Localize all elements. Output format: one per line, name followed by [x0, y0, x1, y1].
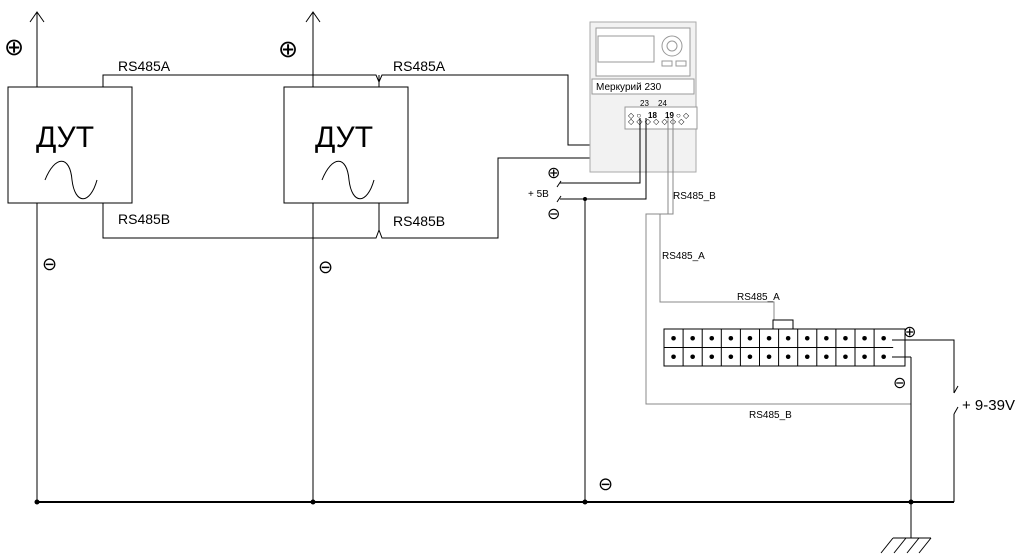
supply-terminal-icon: [953, 385, 959, 394]
terminal-pin: [881, 335, 886, 341]
terminal-pin: [824, 354, 829, 360]
terminal-pin: [862, 335, 867, 341]
meter-button: [661, 60, 673, 67]
sensor-2-title: ДУТ: [315, 121, 373, 154]
terminal-pin: [690, 354, 695, 360]
meter-model-label: Меркурий 230: [596, 82, 662, 93]
earth-ground-icon: [880, 537, 932, 554]
terminal-plus-icon: ⊕: [903, 324, 916, 341]
sensor-1-minus-icon: ⊖: [42, 254, 57, 274]
sensor-2-plus-icon: ⊕: [278, 36, 298, 63]
sensor-2-minus-icon: ⊖: [318, 257, 333, 277]
svg-text:◇ ○: ◇ ○: [628, 111, 641, 120]
terminal-pin: [824, 335, 829, 341]
terminal-pin: [671, 354, 676, 360]
svg-text:○ ◇: ○ ◇: [676, 111, 690, 120]
terminal-rs485a-label: RS485_A: [737, 292, 780, 303]
svg-text:◇ ◇ ◇ ◇ ◇ ◇ ◇: ◇ ◇ ◇ ◇ ◇ ◇ ◇: [628, 117, 685, 126]
terminal-pin: [766, 335, 772, 341]
sensor-2-rs485b-label: RS485B: [393, 213, 445, 229]
terminal-pin: [671, 335, 676, 341]
supply-5v-label: + 5В: [528, 189, 549, 200]
terminal-cells: [664, 329, 894, 366]
terminal-pin: [843, 354, 848, 360]
supply-5v-plus-wire: [560, 118, 641, 184]
terminal-rs485b-label: RS485_B: [749, 410, 792, 421]
supply-5v-terminal-icon: [556, 180, 562, 188]
sensor-1-supply-arrow-icon: [29, 11, 45, 23]
meter-button: [675, 60, 687, 67]
sensor-2-supply-arrow-icon: [305, 11, 321, 23]
meter-pin-19: 19: [665, 111, 674, 120]
terminal-pin: [843, 335, 848, 341]
terminal-pin: [709, 335, 715, 341]
sensor-1-rs485b-label: RS485B: [118, 211, 170, 227]
meter-mercury-230: Меркурий 230 23 24 18 19 ◇ ○ ○ ◇ ◇ ◇ ◇ ◇…: [589, 21, 698, 173]
ground-minus-icon: ⊖: [598, 474, 613, 494]
sensor-1-wave-icon: [44, 160, 98, 200]
sensor-1-rs485a-label: RS485A: [118, 58, 171, 74]
terminal-pin: [709, 354, 715, 360]
meter-pin-24: 24: [658, 99, 667, 108]
terminal-plus-wire: [892, 339, 955, 393]
sensor-2-wave-icon: [321, 160, 375, 200]
terminal-pin: [785, 335, 791, 341]
junction-dot: [582, 499, 588, 505]
supply-5v-minus-icon: ⊖: [547, 206, 560, 223]
meter-display: [597, 35, 655, 63]
terminal-pin: [690, 335, 695, 341]
supply-5v: ⊕ + 5В ⊖: [528, 118, 647, 502]
terminal-pin: [785, 354, 791, 360]
sensor-2: ⊕ ДУТ ⊖ RS485A RS485B: [278, 11, 446, 502]
terminal-pin: [766, 354, 772, 360]
supply-terminal-icon: [953, 406, 959, 415]
terminal-pin: [804, 354, 810, 360]
sensor-1: ⊕ ДУТ ⊖ RS485A RS485B: [4, 11, 171, 502]
supply-5v-plus-icon: ⊕: [547, 165, 560, 182]
sensor-1-plus-icon: ⊕: [4, 34, 24, 61]
terminal-pin: [747, 335, 753, 341]
meter-rs485b-label: RS485_B: [673, 191, 716, 202]
meter-pin-23: 23: [640, 99, 649, 108]
meter-label-panel: [591, 78, 695, 95]
terminal-pin: [728, 335, 734, 341]
terminal-pin: [881, 354, 886, 360]
supply-voltage-label: + 9-39V: [962, 397, 1015, 414]
meter-pin-18: 18: [648, 111, 657, 120]
terminal-minus-icon: ⊖: [893, 375, 906, 392]
terminal-pin: [862, 354, 867, 360]
terminal-pin: [747, 354, 753, 360]
sensor-1-box: [7, 86, 133, 204]
ground-bus: ⊖: [34, 474, 954, 554]
terminal-pin: [728, 354, 734, 360]
junction-dot: [310, 499, 316, 505]
terminal-connector: ⊕ ⊖ + 9-39V: [663, 319, 1015, 502]
supply-5v-minus-wire: [560, 118, 647, 200]
sensor-2-rs485a-label: RS485A: [393, 58, 446, 74]
junction-dot: [34, 499, 40, 505]
terminal-latch: [772, 319, 794, 330]
supply-5v-terminal-icon: [556, 195, 562, 203]
rs485-a-wire: [659, 118, 775, 329]
sensor-2-box: [283, 86, 409, 204]
meter-rs485a-label: RS485_A: [662, 251, 705, 262]
meter-terminal-block: [624, 106, 698, 130]
sensor-1-title: ДУТ: [36, 121, 94, 154]
terminal-pin: [804, 335, 810, 341]
